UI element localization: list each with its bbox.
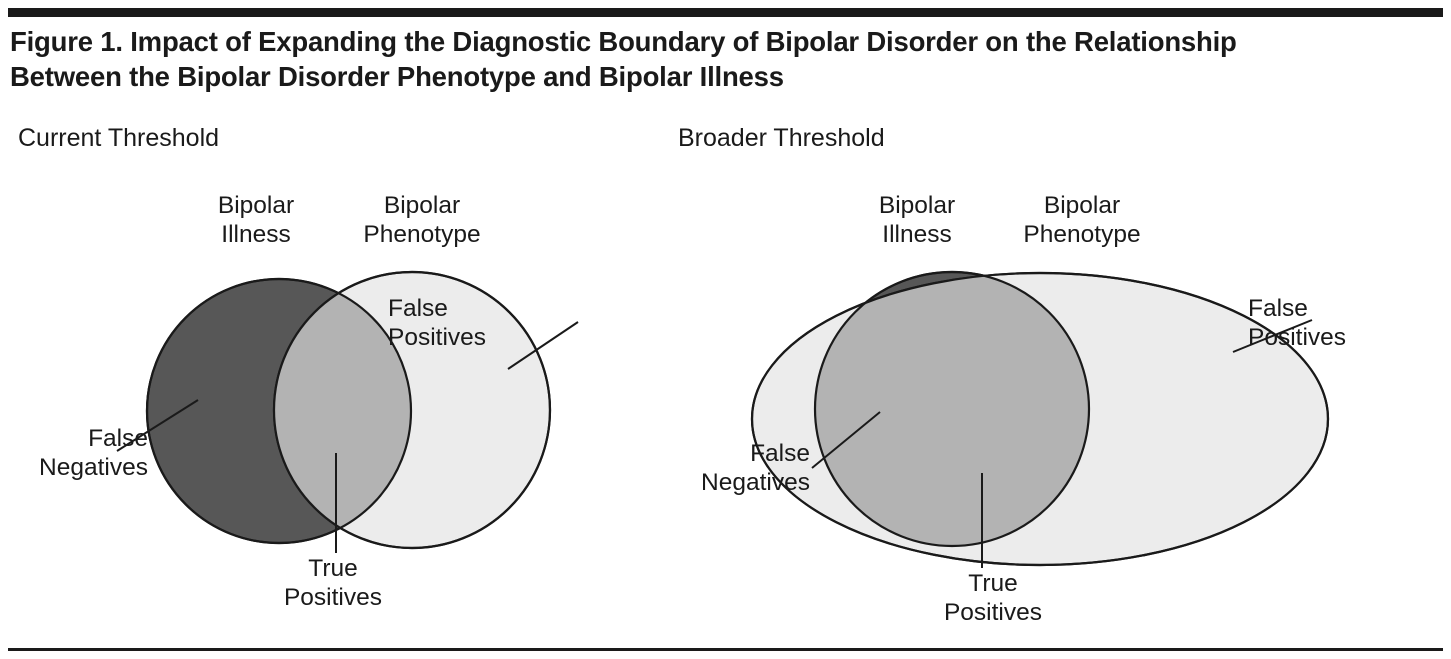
label-line-1: Bipolar: [878, 192, 956, 219]
label-true-positives-right: True Positives: [908, 570, 1078, 627]
label-line-2: Positives: [283, 583, 383, 611]
label-line-1: Bipolar: [217, 192, 295, 219]
label-false-positives-right: False Positives: [1248, 295, 1451, 352]
label-line-2: Phenotype: [363, 220, 481, 248]
top-rule: [8, 8, 1443, 17]
label-line-1: False: [1248, 295, 1308, 322]
leader-false-negatives-right: [811, 411, 881, 469]
label-bipolar-phenotype-right: Bipolar Phenotype: [990, 192, 1174, 249]
label-bipolar-illness-right: Bipolar Illness: [849, 192, 985, 249]
label-line-2: Illness: [882, 220, 952, 248]
label-bipolar-phenotype-left: Bipolar Phenotype: [330, 192, 514, 249]
leader-false-positives-right: [1232, 319, 1313, 353]
venn-broader-threshold: [750, 270, 1330, 568]
panel-title-broader-threshold: Broader Threshold: [678, 124, 885, 152]
region-true-positives-right: [815, 273, 1089, 546]
label-bipolar-illness-left: Bipolar Illness: [188, 192, 324, 249]
label-line-2: Negatives: [701, 468, 810, 496]
panel-title-current-threshold: Current Threshold: [18, 124, 220, 152]
leader-false-negatives-left: [116, 399, 199, 452]
label-false-positives-left: False Positives: [388, 295, 598, 352]
label-line-1: Bipolar: [1043, 192, 1121, 219]
label-line-2: Illness: [221, 220, 291, 248]
label-true-positives-left: True Positives: [248, 555, 418, 612]
figure-title: Figure 1. Impact of Expanding the Diagno…: [10, 26, 1237, 93]
label-false-negatives-right: False Negatives: [660, 440, 810, 497]
bottom-rule: [8, 648, 1443, 651]
label-false-negatives-left: False Negatives: [0, 425, 148, 482]
label-line-2: Positives: [388, 323, 487, 351]
label-line-1: False: [88, 425, 148, 452]
region-true-positives-left: [274, 279, 411, 543]
venn-current-threshold: [116, 270, 579, 553]
label-line-2: Positives: [1248, 323, 1347, 351]
label-line-2: Positives: [943, 598, 1043, 626]
label-line-1: True: [968, 570, 1018, 597]
leader-false-positives-left: [507, 321, 579, 370]
label-line-1: Bipolar: [383, 192, 461, 219]
label-line-2: Phenotype: [1023, 220, 1141, 248]
label-line-1: False: [750, 440, 810, 467]
label-line-2: Negatives: [39, 453, 148, 481]
label-line-1: True: [308, 555, 358, 582]
label-line-1: False: [388, 295, 448, 322]
